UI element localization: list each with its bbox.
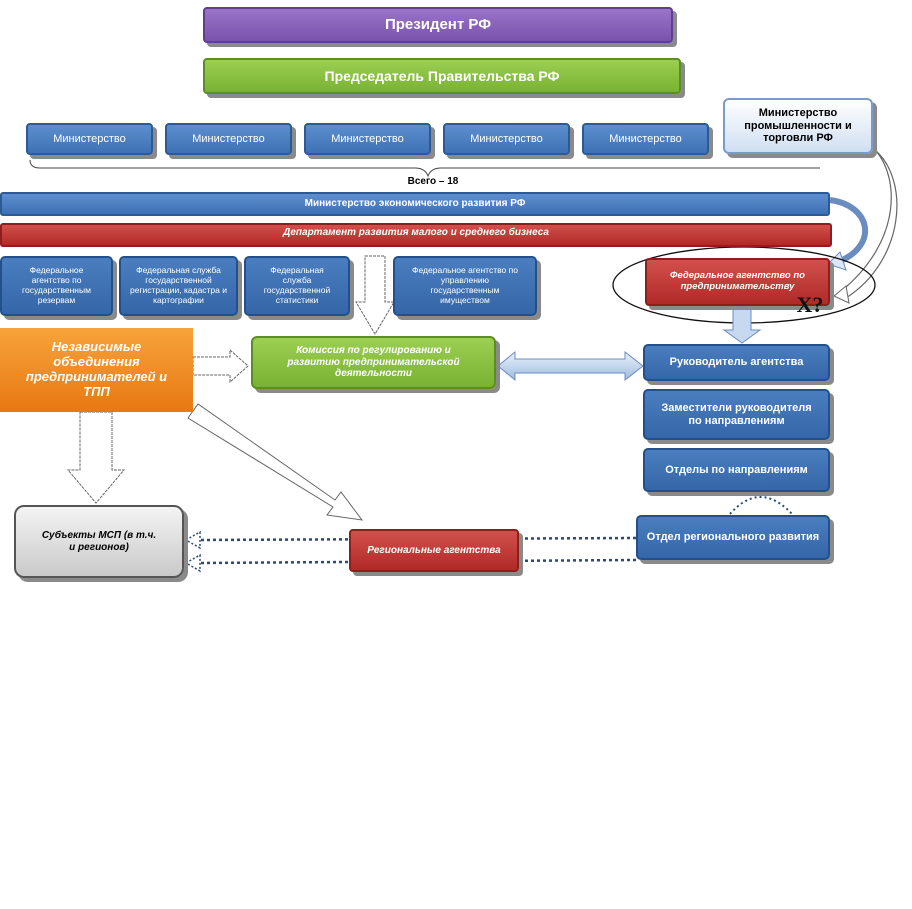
question-mark-text: Х? [796,292,824,318]
sme-subjects-label: Субъекты МСП (в т.ч. и регионов) [41,530,157,553]
regional-department-label: Отдел регионального развития [646,531,820,544]
deputy-heads-box: Заместители руководителя по направлениям [643,389,830,440]
industry-arrowhead [833,285,850,304]
ministry-label: Министерство [192,132,265,145]
service-statistics-label: Федеральная служба государственной стати… [263,265,331,305]
economy-curve-arrow [829,197,869,265]
deputy-heads-label: Заместители руководителя по направлениям [661,401,812,427]
agency-property-label: Федеральное агентство по управлению госу… [412,265,518,305]
ministry-label: Министерство [331,132,404,145]
dotted-arrowhead-upper [184,530,201,550]
regional-department-box: Отдел регионального развития [636,515,830,560]
commission-box: Комиссия по регулированию и развитию пре… [251,336,496,389]
industry-curve-arrow-1 [839,144,892,293]
agency-head-label: Руководитель агентства [669,356,804,369]
chairman-label: Председатель Правительства РФ [324,67,560,84]
service-statistics-box: Федеральная служба государственной стати… [244,256,350,316]
ministry-label: Министерство [609,132,682,145]
chairman-box: Председатель Правительства РФ [203,58,681,94]
sme-subjects-box: Субъекты МСП (в т.ч. и регионов) [14,505,184,578]
ministry-label: Министерство [53,132,126,145]
down-arrow-to-subjects [66,411,126,504]
ministry-economy-label: Министерство экономического развития РФ [304,198,526,210]
total-count-text: Всего – 18 [407,176,459,188]
independent-associations-box: Независимые объединения предпринимателей… [0,328,193,412]
sme-department-bar: Департамент развития малого и среднего б… [0,223,832,247]
ministry-box-5: Министерство [582,123,709,155]
ministry-industry-box: Министерство промышленности и торговли Р… [723,98,873,154]
agency-entrepreneurship-box: Федеральное агентство по предприниматель… [645,258,830,306]
ministry-box-1: Министерство [26,123,153,155]
industry-curve-arrow-2 [845,149,898,299]
double-arrow-commission-head [497,350,644,382]
dotted-line-upper [197,536,637,542]
question-mark-label: Х? [790,292,830,318]
ministry-industry-label: Министерство промышленности и торговли Р… [744,107,852,145]
dotted-arrowhead-lower [184,553,201,573]
independent-associations-label: Независимые объединения предпринимателей… [25,339,168,399]
right-arrow-to-commission [192,348,249,384]
economy-arrowhead [827,251,847,271]
dotted-line-lower [197,558,637,565]
agency-entrepreneurship-label: Федеральное агентство по предприниматель… [670,270,805,292]
commission-label: Комиссия по регулированию и развитию пре… [287,345,460,380]
departments-box: Отделы по направлениям [643,448,830,492]
president-label: Президент РФ [384,16,491,34]
ministry-box-2: Министерство [165,123,292,155]
diagonal-arrow-to-regional [187,403,364,521]
total-count-label: Всего – 18 [388,175,478,189]
ministry-box-4: Министерство [443,123,570,155]
departments-label: Отделы по направлениям [665,463,808,476]
regional-agencies-box: Региональные агентства [349,529,519,572]
president-box: Президент РФ [203,7,673,43]
dotted-arc [729,496,793,515]
regional-agencies-label: Региональные агентства [367,544,501,556]
agency-state-reserves-box: Федеральное агентство по государственным… [0,256,113,316]
ministry-economy-bar: Министерство экономического развития РФ [0,192,830,216]
agency-property-box: Федеральное агентство по управлению госу… [393,256,537,316]
ministry-box-3: Министерство [304,123,431,155]
sme-department-label: Департамент развития малого и среднего б… [283,227,549,238]
ministries-bracket [29,159,820,178]
agency-state-reserves-label: Федеральное агентство по государственным… [22,265,91,305]
down-arrow-to-head [722,305,762,344]
service-registration-box: Федеральная служба государственной регис… [119,256,238,316]
ministry-label: Министерство [470,132,543,145]
service-registration-label: Федеральная служба государственной регис… [129,265,227,305]
down-arrow-to-commission [355,255,395,335]
agency-head-box: Руководитель агентства [643,344,830,381]
